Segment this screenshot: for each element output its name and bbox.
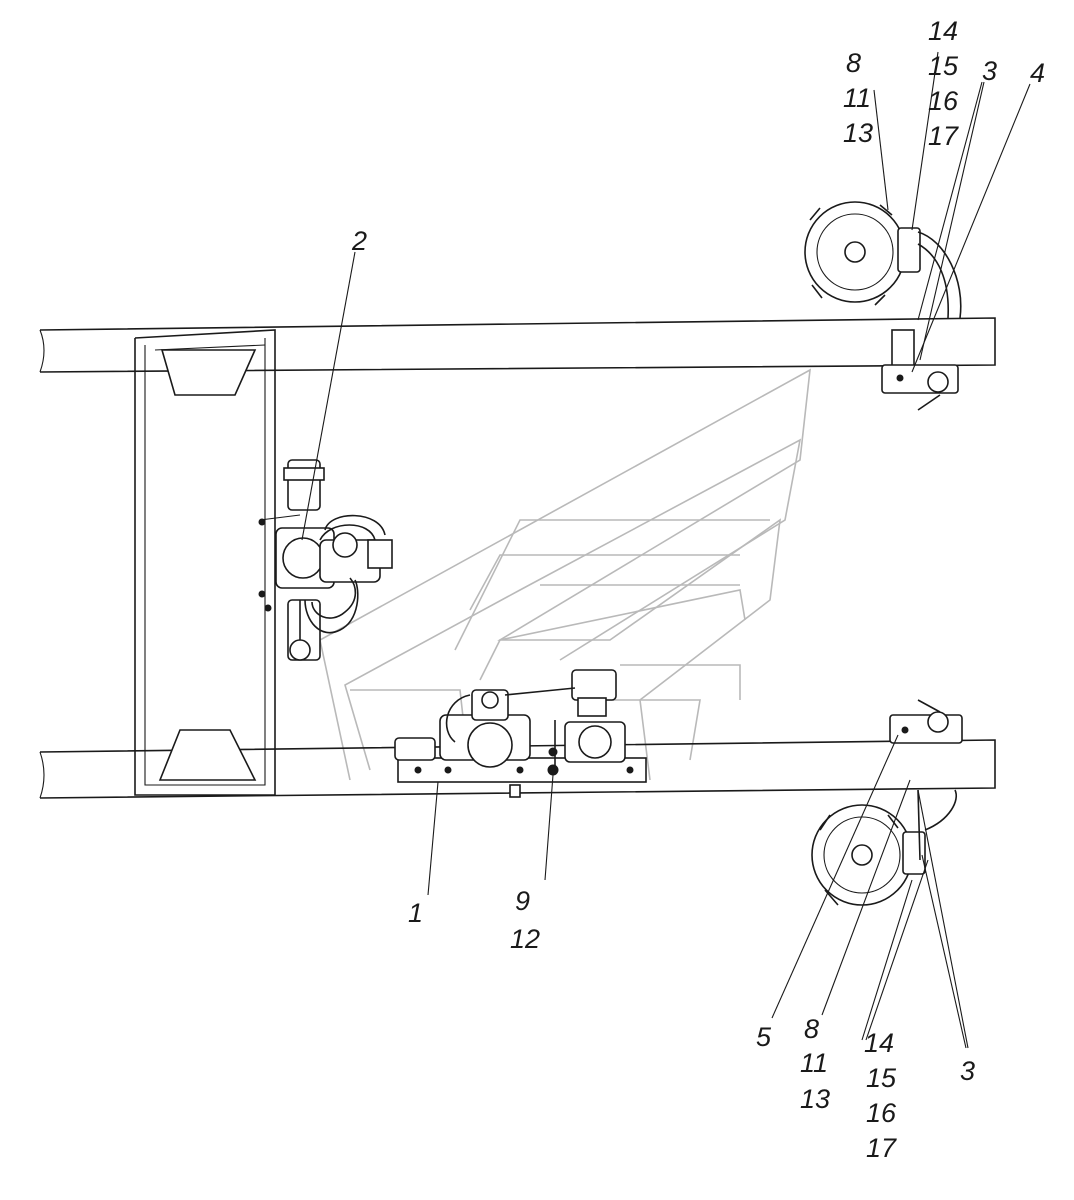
callout-1: 1	[408, 898, 423, 928]
callout-labels: 8 11 13 14 15 16 17 3 4 2 1 9 12 5 8 11 …	[351, 16, 1045, 1163]
callout-12: 12	[510, 924, 540, 954]
callout-14-top: 14	[928, 16, 958, 46]
callout-17-top: 17	[928, 121, 959, 151]
callout-3-bottom: 3	[960, 1056, 975, 1086]
watermark-logo	[319, 368, 811, 781]
callout-11-bottom: 11	[800, 1048, 828, 1078]
spring-brake-chamber-top	[881, 364, 959, 411]
callout-11-top: 11	[843, 83, 871, 113]
callout-16-bottom: 16	[866, 1098, 897, 1128]
callout-8-top: 8	[846, 48, 861, 78]
cross-member	[134, 329, 276, 796]
brake-valve-assembly	[258, 459, 393, 661]
callout-13-bottom: 13	[800, 1084, 830, 1114]
callout-3-top: 3	[982, 56, 997, 86]
callout-14-bottom: 14	[864, 1028, 894, 1058]
brake-chamber-assembly	[394, 669, 647, 798]
callout-16-top: 16	[928, 86, 959, 116]
callout-8-bottom: 8	[804, 1014, 819, 1044]
frame-rail-top	[39, 317, 996, 373]
brake-drum-top	[804, 201, 962, 371]
callout-15-bottom: 15	[866, 1063, 897, 1093]
callout-9: 9	[515, 886, 530, 916]
callout-13-top: 13	[843, 118, 873, 148]
callout-5-bottom: 5	[756, 1022, 772, 1052]
callout-15-top: 15	[928, 51, 959, 81]
brake-drum-bottom	[811, 789, 957, 906]
callout-17-bottom: 17	[866, 1133, 897, 1163]
callout-4-top: 4	[1030, 58, 1045, 88]
leader-lines	[301, 51, 1031, 1049]
spring-brake-chamber-bottom	[889, 699, 963, 744]
callout-2: 2	[351, 226, 367, 256]
